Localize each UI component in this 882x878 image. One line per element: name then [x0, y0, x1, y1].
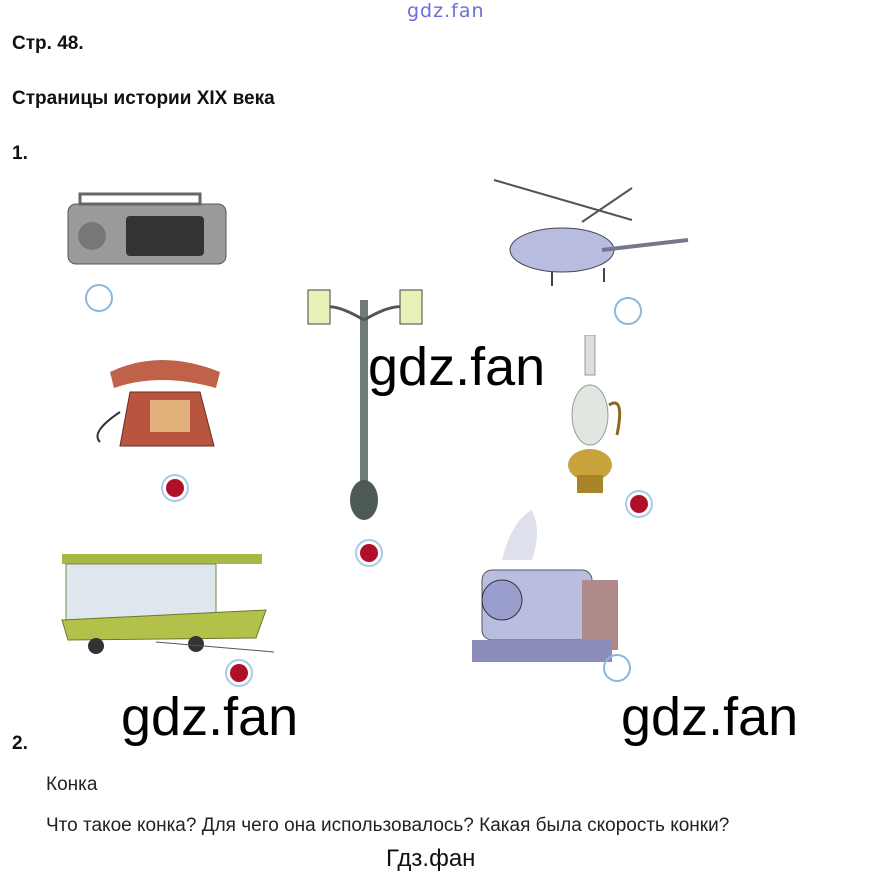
oil-lamp-icon	[568, 335, 622, 493]
answer-oil-lamp[interactable]	[625, 490, 653, 518]
task-1-number: 1.	[12, 143, 28, 164]
watermark: gdz.fan	[621, 687, 799, 747]
page-ref: Стр. 48.	[12, 33, 84, 54]
question-text: Что такое конка? Для чего она использова…	[46, 815, 730, 836]
answer-street-lamp[interactable]	[355, 539, 383, 567]
steam-locomotive-icon	[472, 510, 618, 662]
telephone-icon	[96, 360, 220, 447]
topic-label: Конка	[46, 774, 98, 795]
task-2-number: 2.	[12, 733, 28, 754]
answer-radio-cassette[interactable]	[85, 284, 113, 312]
radio-cassette-icon	[67, 192, 227, 265]
answer-horse-tram[interactable]	[225, 659, 253, 687]
street-lamp-icon	[307, 289, 423, 520]
horse-tram-icon	[61, 554, 275, 654]
watermark-top: gdz.fan	[407, 0, 485, 22]
page-title: Страницы истории XIX века	[12, 88, 275, 109]
watermark: gdz.fan	[121, 687, 299, 747]
answer-helicopter[interactable]	[614, 297, 642, 325]
answer-steam-locomotive[interactable]	[603, 654, 631, 682]
helicopter-icon	[493, 179, 689, 286]
watermark: gdz.fan	[368, 337, 546, 397]
footer-watermark: Гдз.фан	[386, 845, 476, 872]
answer-telephone[interactable]	[161, 474, 189, 502]
